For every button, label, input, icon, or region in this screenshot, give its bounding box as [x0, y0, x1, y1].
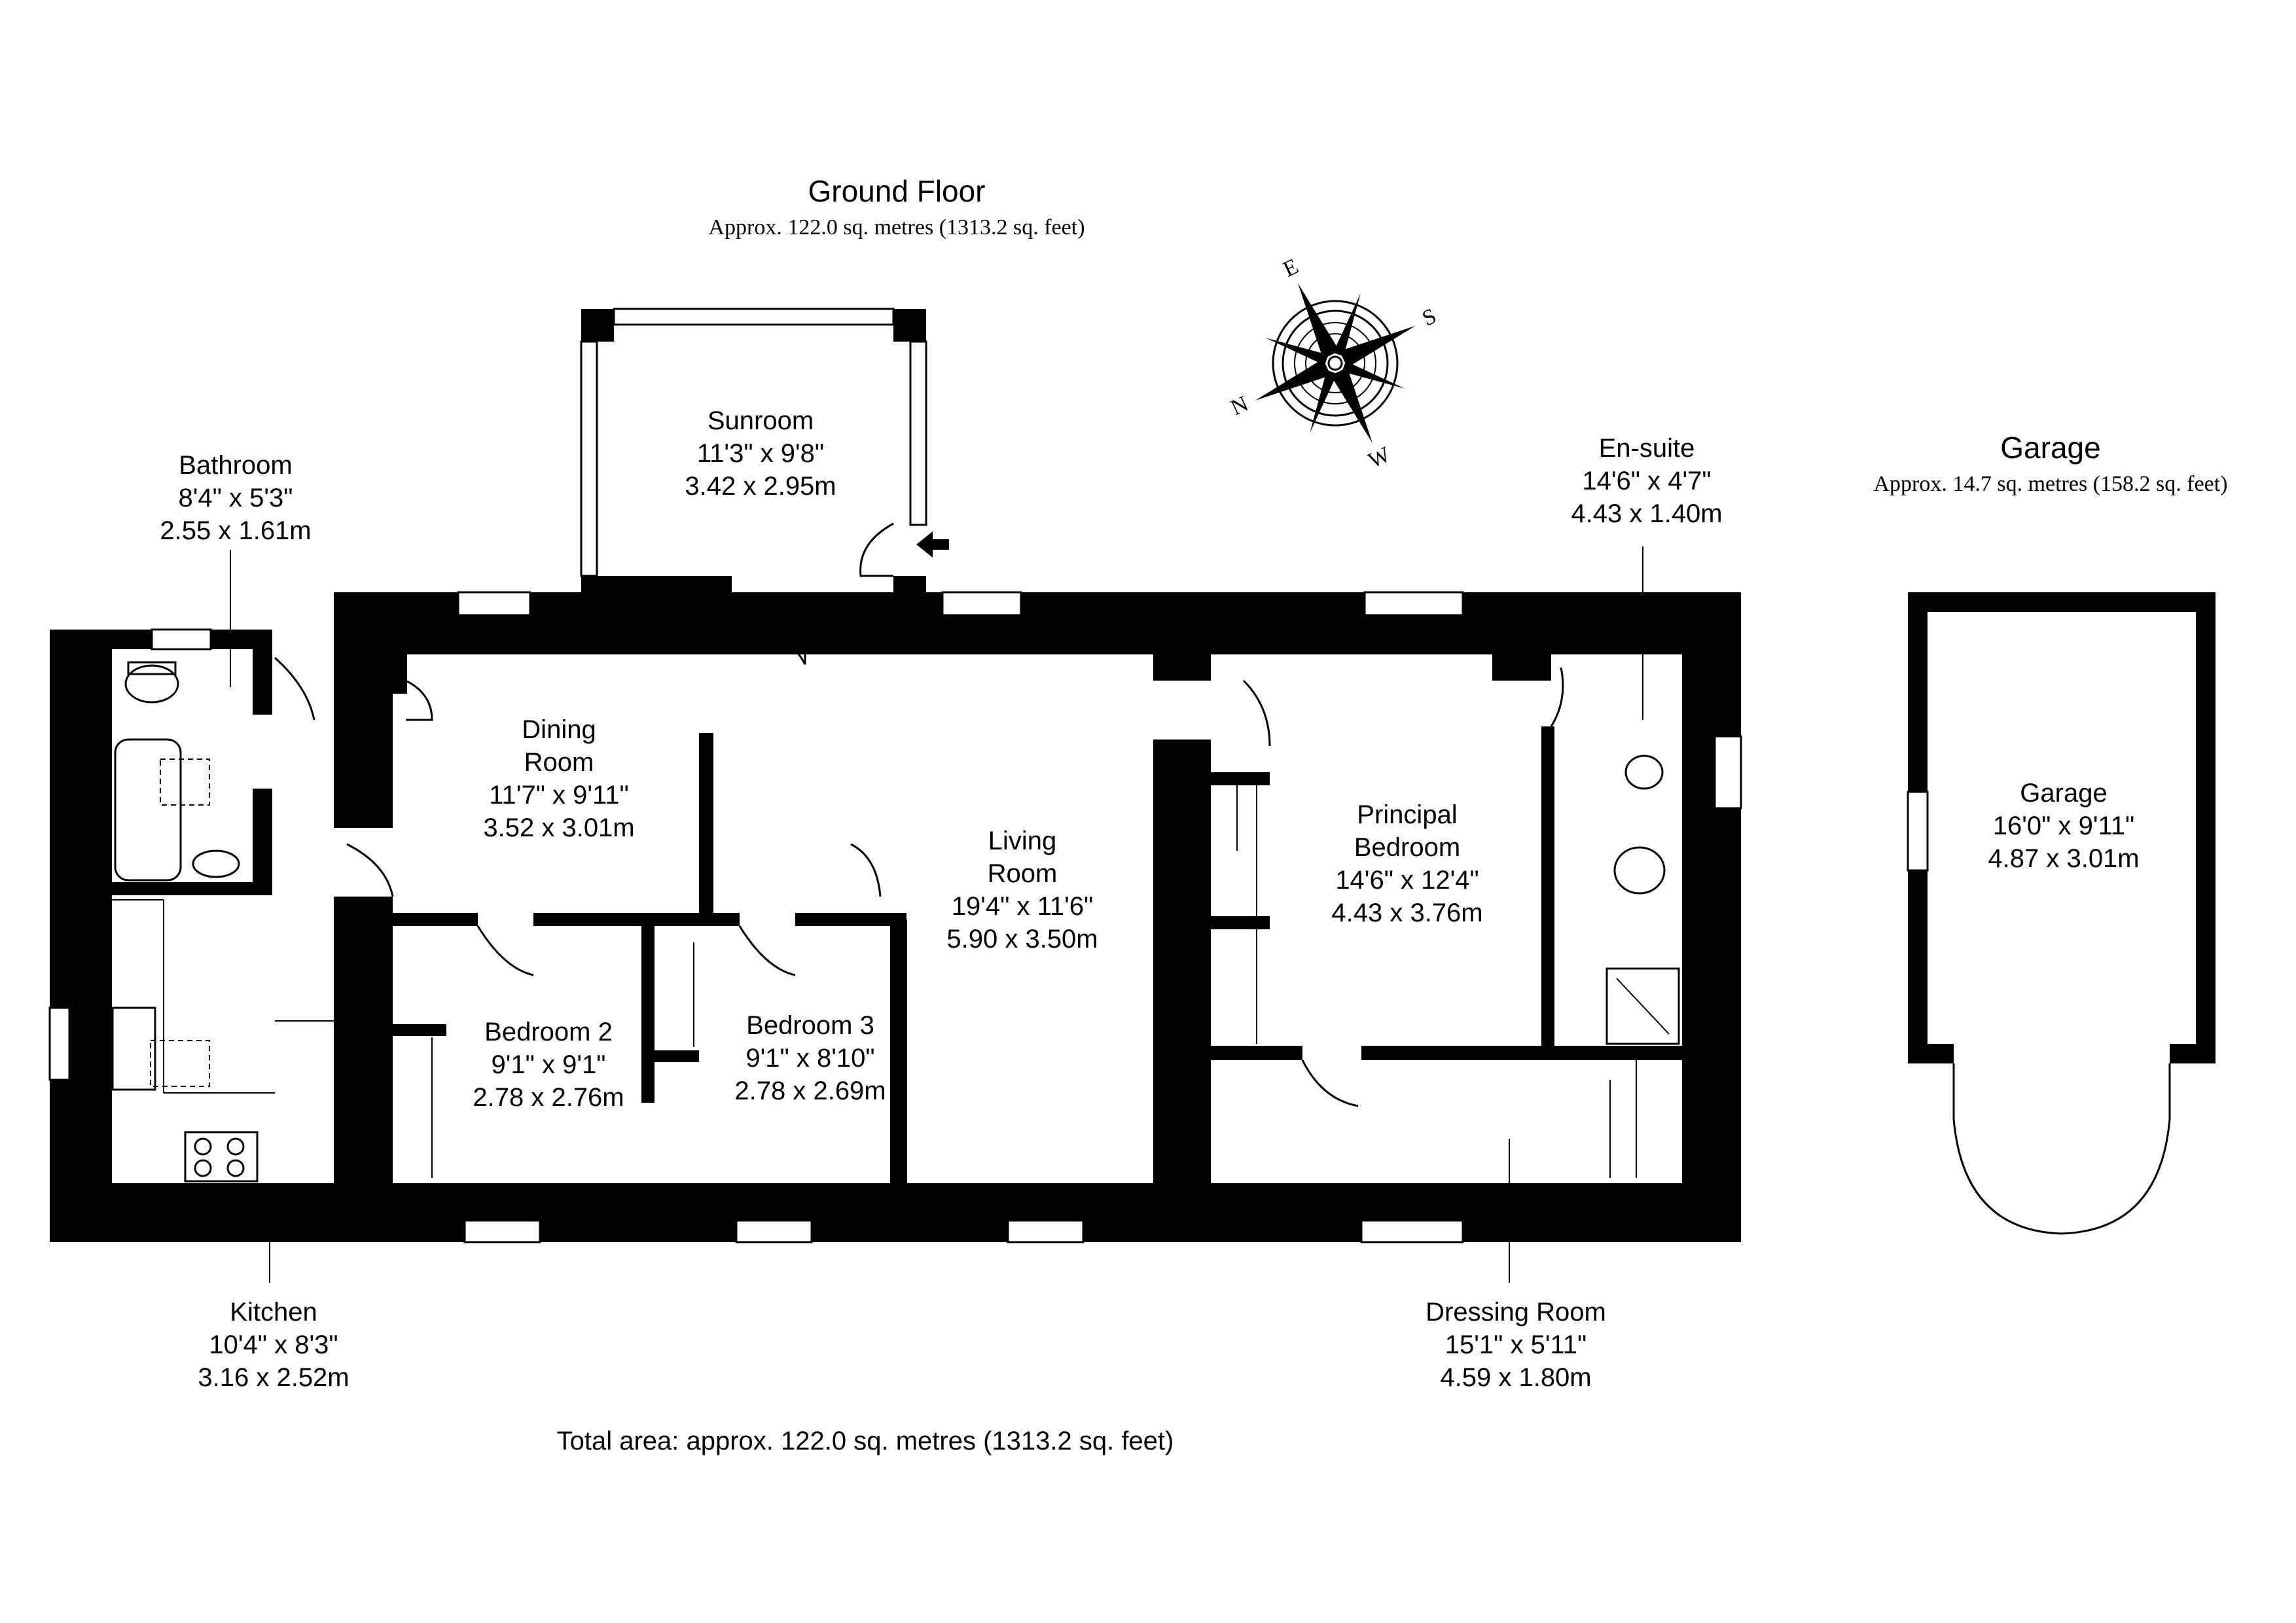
- kitchen-metric: 3.16 x 2.52m: [198, 1363, 349, 1392]
- living-imperial: 19'4" x 11'6": [952, 892, 1093, 921]
- room-garage: Garage 16'0" x 9'11" 4.87 x 3.01m: [1988, 779, 2139, 873]
- door-swings: [274, 522, 1564, 1107]
- dining-metric: 3.52 x 3.01m: [483, 813, 634, 842]
- garage-doors: [1952, 1063, 2171, 1235]
- bathroom-metric: 2.55 x 1.61m: [160, 516, 311, 545]
- garage-area: Approx. 14.7 sq. metres (158.2 sq. feet): [1873, 472, 2227, 496]
- ground-floor-area: Approx. 122.0 sq. metres (1313.2 sq. fee…: [708, 215, 1085, 240]
- dining-name-1: Dining: [522, 715, 596, 744]
- room-dressing: Dressing Room 15'1" x 5'11" 4.59 x 1.80m: [1426, 1139, 1606, 1392]
- bedroom2-imperial: 9'1" x 9'1": [492, 1050, 606, 1079]
- garage-imperial: 16'0" x 9'11": [1993, 812, 2134, 840]
- room-principal: Principal Bedroom 14'6" x 12'4" 4.43 x 3…: [1331, 800, 1482, 927]
- dressing-metric: 4.59 x 1.80m: [1440, 1363, 1591, 1392]
- dressing-imperial: 15'1" x 5'11": [1445, 1330, 1587, 1359]
- compass-letter-e: E: [1280, 254, 1302, 281]
- principal-imperial: 14'6" x 12'4": [1335, 866, 1479, 895]
- dining-name-2: Room: [524, 748, 594, 777]
- living-metric: 5.90 x 3.50m: [946, 925, 1098, 954]
- kitchen-imperial: 10'4" x 8'3": [209, 1330, 338, 1359]
- bedroom2-name: Bedroom 2: [484, 1018, 613, 1046]
- bathroom-imperial: 8'4" x 5'3": [179, 484, 293, 512]
- sunroom-name: Sunroom: [708, 406, 814, 435]
- room-living: Living Room 19'4" x 11'6" 5.90 x 3.50m: [946, 827, 1098, 954]
- dining-imperial: 11'7" x 9'11": [489, 781, 628, 810]
- room-bedroom3: Bedroom 3 9'1" x 8'10" 2.78 x 2.69m: [734, 1011, 886, 1105]
- room-bedroom2: Bedroom 2 9'1" x 9'1" 2.78 x 2.76m: [473, 1018, 624, 1112]
- total-area: Total area: approx. 122.0 sq. metres (13…: [557, 1427, 1174, 1455]
- ground-floor-title: Ground Floor: [808, 174, 985, 208]
- ensuite-metric: 4.43 x 1.40m: [1571, 499, 1722, 528]
- compass-letter-n: N: [1227, 391, 1252, 420]
- entrance-arrow-icon: [916, 531, 949, 558]
- kitchen-name: Kitchen: [230, 1298, 317, 1327]
- compass-letter-s: S: [1419, 304, 1441, 331]
- garage-walls: [1907, 592, 2215, 1063]
- room-sunroom: Sunroom 11'3" x 9'8" 3.42 x 2.95m: [685, 406, 836, 501]
- bathroom-name: Bathroom: [179, 451, 292, 480]
- sunroom-imperial: 11'3" x 9'8": [697, 439, 824, 468]
- garage-title: Garage: [2000, 431, 2100, 465]
- living-name-1: Living: [988, 827, 1057, 855]
- bedroom3-metric: 2.78 x 2.69m: [734, 1077, 886, 1105]
- fixtures: [111, 661, 1680, 1183]
- room-ensuite: En-suite 14'6" x 4'7" 4.43 x 1.40m: [1571, 434, 1723, 720]
- bedroom3-name: Bedroom 3: [746, 1011, 874, 1040]
- bedroom2-metric: 2.78 x 2.76m: [473, 1083, 624, 1112]
- ensuite-name: En-suite: [1599, 434, 1695, 463]
- room-bathroom: Bathroom 8'4" x 5'3" 2.55 x 1.61m: [160, 451, 312, 687]
- room-kitchen: Kitchen 10'4" x 8'3" 3.16 x 2.52m: [198, 1242, 350, 1392]
- house-windows: [48, 308, 1742, 1243]
- principal-name-1: Principal: [1357, 800, 1457, 829]
- garage-name: Garage: [2020, 779, 2107, 808]
- principal-name-2: Bedroom: [1354, 833, 1460, 862]
- compass-letter-w: W: [1365, 442, 1395, 473]
- garage-metric: 4.87 x 3.01m: [1988, 844, 2139, 873]
- sunroom-metric: 3.42 x 2.95m: [685, 472, 836, 501]
- principal-metric: 4.43 x 3.76m: [1331, 899, 1482, 927]
- window-bays: [393, 615, 1682, 1221]
- house-walls: [50, 309, 1741, 1242]
- compass-rose-icon: E S W N: [1227, 254, 1441, 473]
- room-dining: Dining Room 11'7" x 9'11" 3.52 x 3.01m: [483, 715, 634, 842]
- bedroom3-imperial: 9'1" x 8'10": [745, 1044, 874, 1073]
- ensuite-imperial: 14'6" x 4'7": [1582, 467, 1711, 495]
- living-name-2: Room: [988, 859, 1058, 888]
- dressing-name: Dressing Room: [1426, 1298, 1606, 1327]
